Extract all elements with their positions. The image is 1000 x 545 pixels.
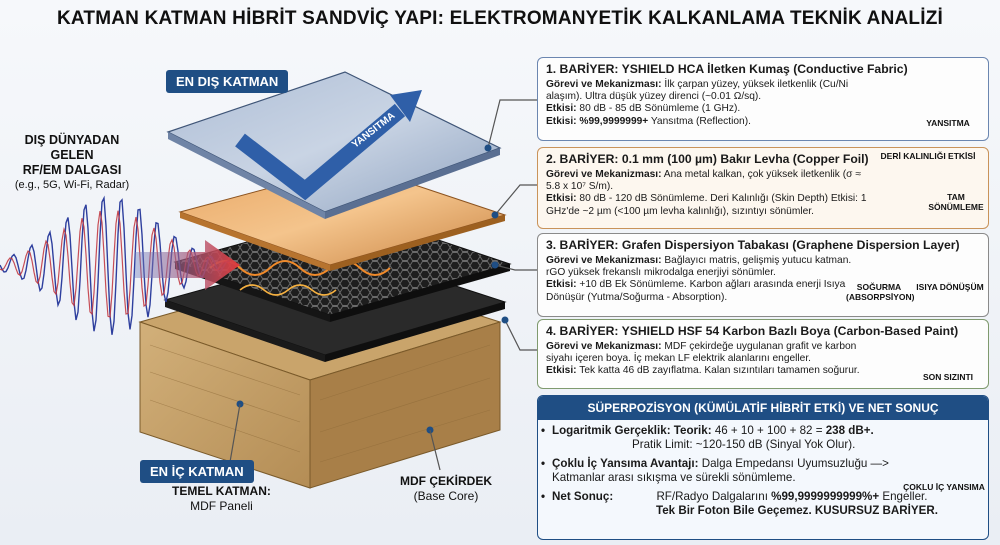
heat-conversion-label: ISIYA DÖNÜŞÜM xyxy=(916,282,984,292)
barrier-3-title: 3. BARİYER: Grafen Dispersiyon Tabakası … xyxy=(546,238,960,252)
copper-foil-layer xyxy=(178,164,507,271)
summary-bullet-log: Logaritmik Gerçeklik: Teorik: 46 + 10 + … xyxy=(541,424,932,452)
incoming-wave-label: DIŞ DÜNYADAN GELEN RF/EM DALGASI (e.g., … xyxy=(14,133,130,191)
barrier-2-title: 2. BARİYER: 0.1 mm (100 µm) Bakır Levha … xyxy=(546,152,869,166)
connector-dots xyxy=(236,144,509,434)
base-layer-label: TEMEL KATMAN: MDF Paneli xyxy=(172,484,271,513)
skin-depth-label: DERİ KALINLIĞI ETKİSİ xyxy=(880,151,976,161)
summary-bullet-net-result: Net Sonuç: RF/Radyo Dalgalarını %99,9999… xyxy=(541,490,982,518)
page-title: KATMAN KATMAN HİBRİT SANDVİÇ YAPI: ELEKT… xyxy=(57,8,943,29)
summary-header: SÜPERPOZİSYON (KÜMÜLATİF HİBRİT ETKİ) VE… xyxy=(538,396,988,420)
incoming-wave-arrow xyxy=(135,240,240,290)
inner-layer-tag: EN İÇ KATMAN xyxy=(140,460,254,483)
barrier-3-card: 3. BARİYER: Grafen Dispersiyon Tabakası … xyxy=(537,233,989,317)
reflection-arrow xyxy=(235,90,422,201)
barrier-4-card: 4. BARİYER: YSHIELD HSF 54 Karbon Bazlı … xyxy=(537,319,989,389)
summary-bullet-multi-reflection: Çoklu İç Yansıma Avantajı: Dalga Empedan… xyxy=(541,457,932,485)
mdf-core-label: MDF ÇEKİRDEK (Base Core) xyxy=(400,474,492,503)
barrier-2-card: 2. BARİYER: 0.1 mm (100 µm) Bakır Levha … xyxy=(537,147,989,229)
final-leak-label: SON SIZINTI xyxy=(922,372,974,382)
connector-lines xyxy=(487,99,537,351)
full-attenuation-label: TAM SÖNÜMLEME xyxy=(928,192,984,212)
summary-panel: SÜPERPOZİSYON (KÜMÜLATİF HİBRİT ETKİ) VE… xyxy=(537,395,989,540)
reflection-icon-label: YANSITMA xyxy=(926,118,970,128)
multi-reflection-label: ÇOKLU İÇ YANSIMA xyxy=(903,482,985,492)
outer-layer-tag: EN DIŞ KATMAN xyxy=(166,70,289,93)
barrier-1-card: 1. BARİYER: YSHIELD HCA İletken Kumaş (C… xyxy=(537,57,989,141)
absorption-label: SOĞURMA (ABSORPSİYON) xyxy=(846,282,915,302)
barrier-4-title: 4. BARİYER: YSHIELD HSF 54 Karbon Bazlı … xyxy=(546,324,959,338)
barrier-1-title: 1. BARİYER: YSHIELD HCA İletken Kumaş (C… xyxy=(546,62,908,76)
